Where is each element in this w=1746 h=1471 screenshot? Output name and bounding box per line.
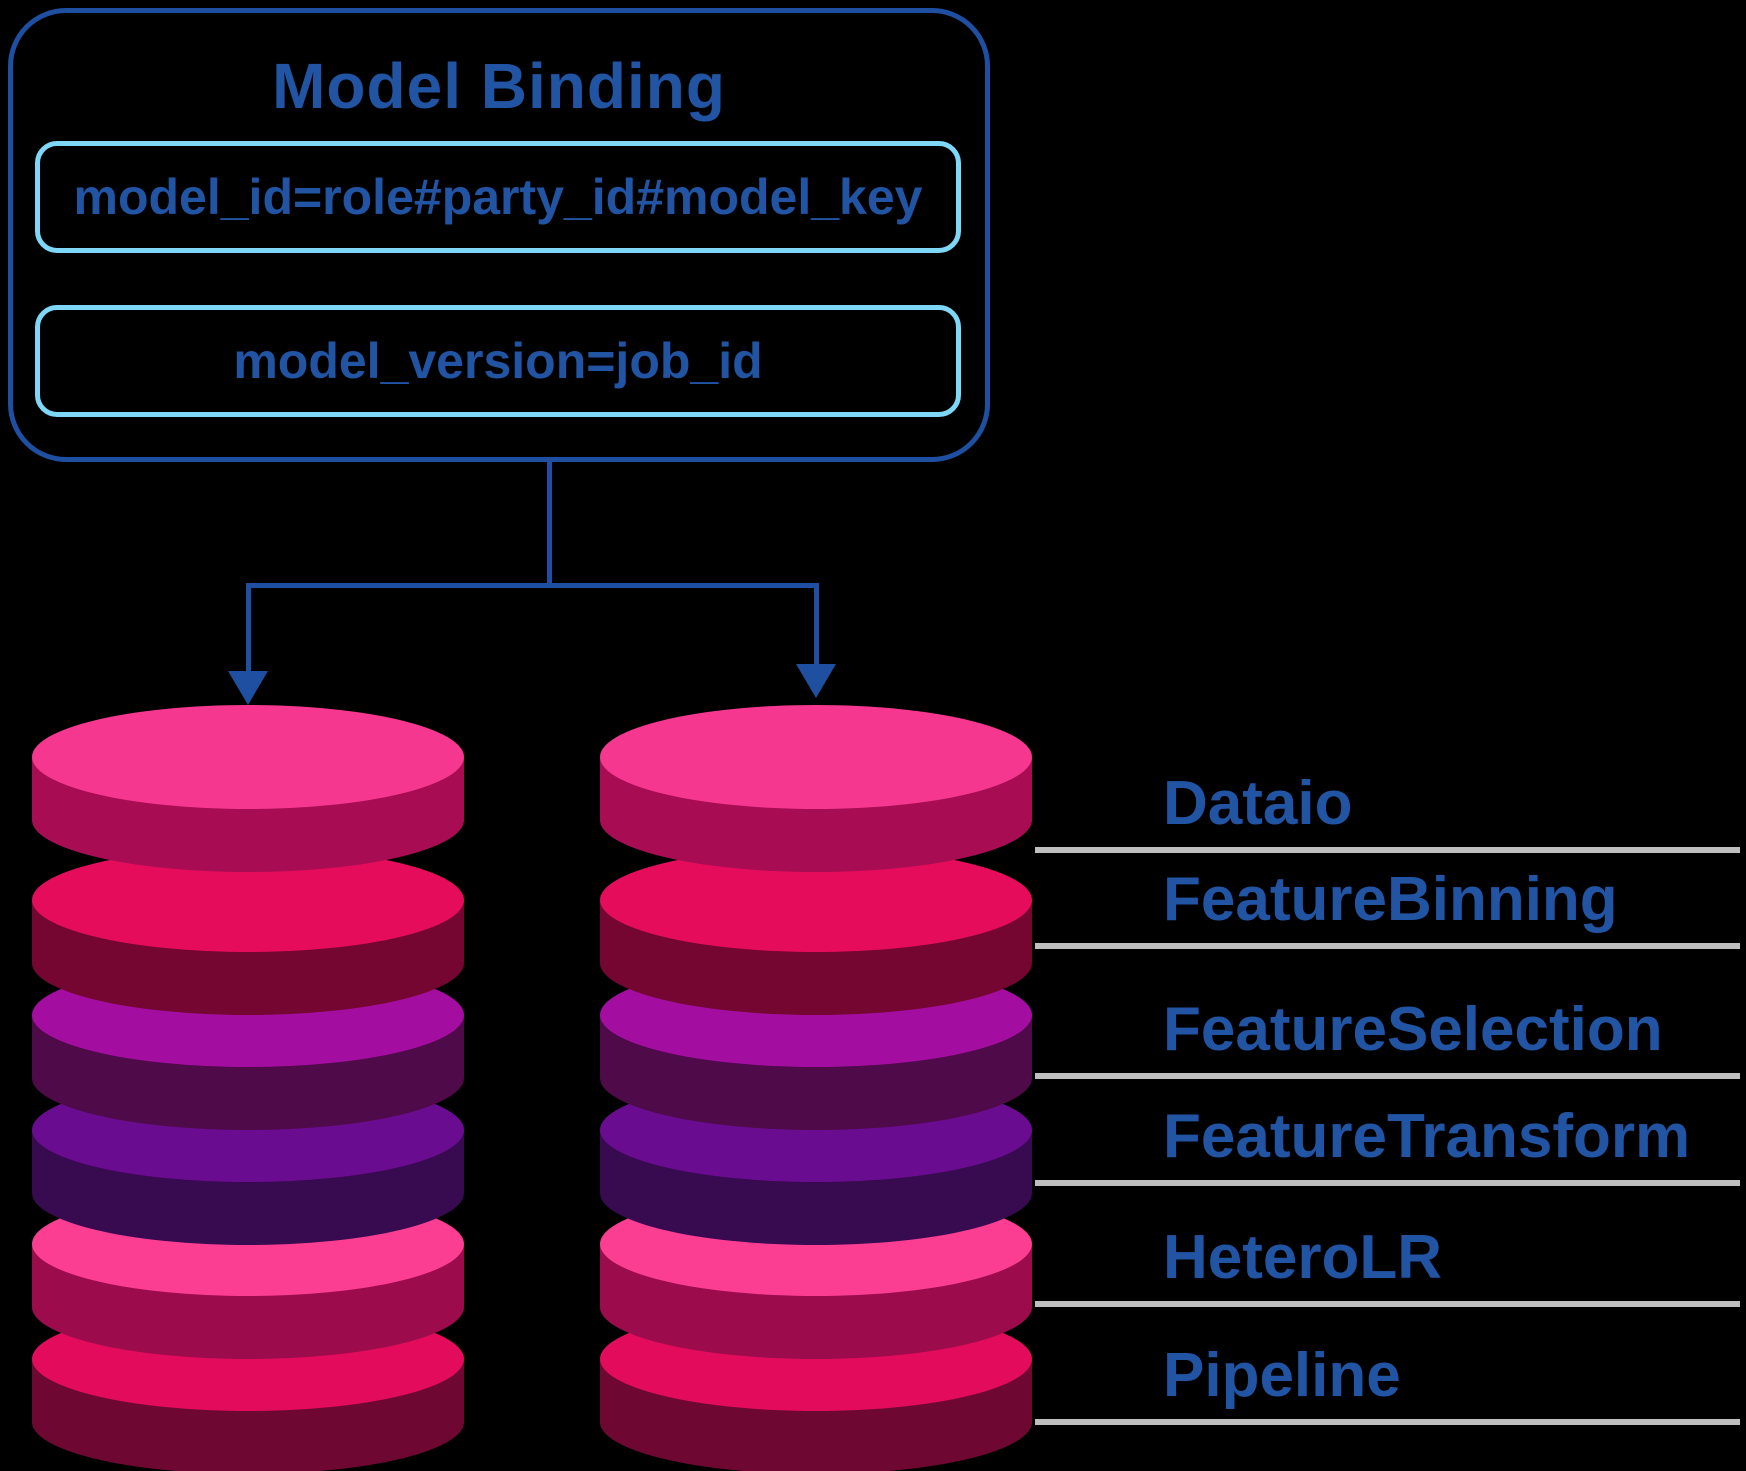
disk-dataio	[600, 705, 1032, 872]
layer-label-dataio: Dataio	[1163, 769, 1353, 838]
disk-dataio	[32, 705, 464, 872]
layer-label-featurebinning: FeatureBinning	[1163, 865, 1618, 934]
layer-label-pipeline: Pipeline	[1163, 1341, 1401, 1410]
layer-separator-line	[1035, 1180, 1740, 1186]
disk-featurebinning	[32, 848, 464, 1015]
model-stack-left	[32, 705, 464, 1471]
layer-separator-line	[1035, 847, 1740, 853]
model-binding-title: Model Binding	[272, 50, 726, 122]
connector-stem	[547, 462, 552, 585]
model-stack-right	[600, 705, 1032, 1471]
layer-label-heterolr: HeteroLR	[1163, 1223, 1443, 1292]
layer-separator-line	[1035, 1301, 1740, 1307]
connector-branch	[246, 583, 819, 588]
layer-label-featuretransform: FeatureTransform	[1163, 1102, 1691, 1171]
arrow-down-icon	[228, 671, 268, 705]
connector-right-drop	[814, 583, 819, 666]
model-id-field: model_id=role#party_id#model_key	[35, 141, 961, 253]
model-id-text: model_id=role#party_id#model_key	[73, 169, 923, 225]
model-version-text: model_version=job_id	[233, 333, 763, 389]
layer-label-featureselection: FeatureSelection	[1163, 995, 1663, 1064]
connector-left-drop	[246, 583, 251, 673]
layer-separator-line	[1035, 1073, 1740, 1079]
disk-top	[32, 705, 464, 809]
model-binding-box: Model Binding model_id=role#party_id#mod…	[8, 8, 990, 462]
arrow-down-icon	[796, 664, 836, 698]
disk-top	[600, 705, 1032, 809]
layer-separator-line	[1035, 1419, 1740, 1425]
layer-separator-line	[1035, 943, 1740, 949]
model-version-field: model_version=job_id	[35, 305, 961, 417]
disk-featurebinning	[600, 848, 1032, 1015]
